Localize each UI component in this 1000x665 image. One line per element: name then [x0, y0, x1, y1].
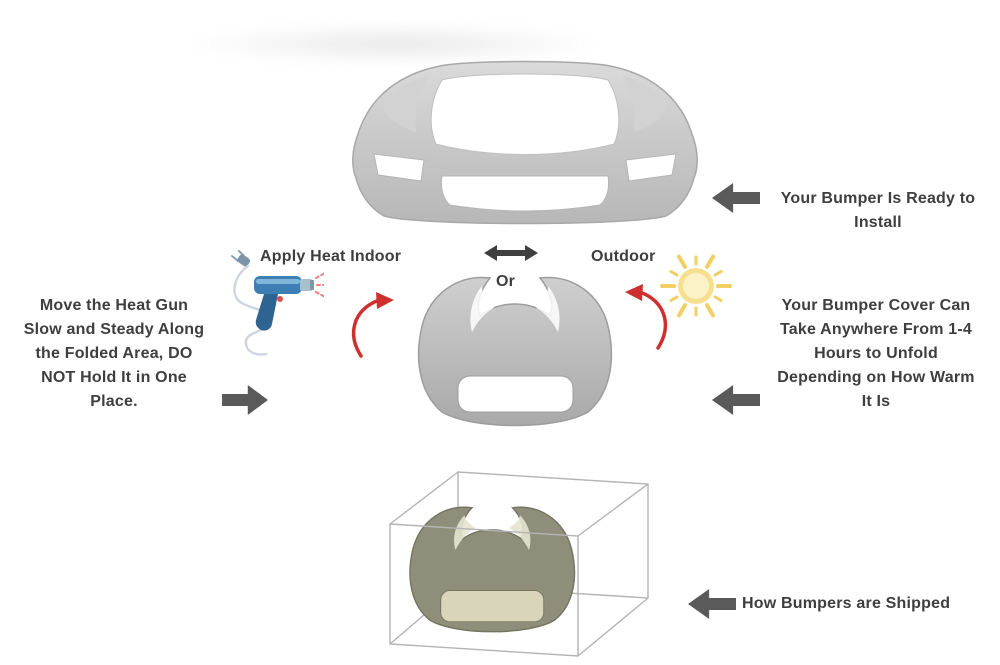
unfolded-bumper-illustration [330, 38, 720, 233]
block-arrow-icon [712, 385, 760, 415]
heat-gun-icon [224, 250, 330, 362]
apply-heat-indoor-label: Apply Heat Indoor [260, 248, 402, 265]
block-arrow-icon [222, 385, 268, 415]
block-arrow-icon [688, 589, 736, 619]
curved-arrow-right-icon [614, 284, 674, 354]
outdoor-label: Outdoor [591, 248, 656, 265]
heat-gun-instructions-label: Move the Heat Gun Slow and Steady Along … [23, 297, 205, 410]
unfolding-bumper-illustration [398, 268, 633, 433]
unfold-time-label: Your Bumper Cover Can Take Anywhere From… [777, 297, 975, 410]
shipped-label: How Bumpers are Shipped [742, 595, 951, 612]
soft-shadow [180, 24, 610, 64]
curved-arrow-left-icon [345, 292, 405, 362]
ready-to-install-label: Your Bumper Is Ready to Install [780, 190, 976, 231]
sun-icon [656, 246, 736, 326]
boxed-bumper-illustration [372, 466, 657, 658]
or-label: Or [496, 273, 516, 290]
left-right-arrow-icon [484, 244, 538, 262]
